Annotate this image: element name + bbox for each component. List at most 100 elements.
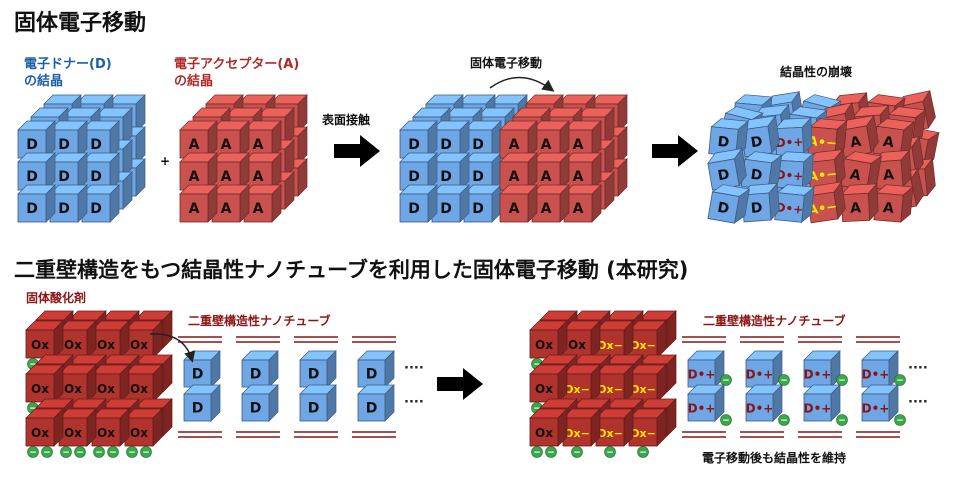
collapsed-front-cube: D — [707, 184, 751, 224]
electron-circle — [720, 374, 732, 386]
donor-cation-letter: D•+ — [775, 168, 803, 184]
electron-circle — [41, 446, 53, 458]
electron-icon: − — [720, 414, 732, 426]
acceptor-letter: A — [573, 137, 584, 153]
electron-minus: − — [29, 448, 37, 458]
collapse-arrow — [652, 135, 698, 167]
acceptor-cube: A — [179, 152, 218, 191]
ellipsis: ···· — [908, 395, 928, 410]
donor-letter: D — [366, 401, 378, 417]
cube-front-face — [399, 161, 429, 191]
cube-front-face — [17, 193, 47, 223]
acceptor-anion-letter: A•− — [807, 134, 837, 151]
acceptor-anion-letter: A•− — [807, 167, 838, 185]
cube-front-face — [687, 393, 716, 422]
donor-cation-letter: D•+ — [775, 200, 804, 217]
donor-letter: D — [58, 201, 70, 217]
reduced-oxidant-letter: Ox− — [597, 383, 623, 396]
oxidant-letter: Ox — [97, 382, 115, 396]
cube-front-face — [25, 417, 55, 447]
nanotube-donor-cube: D•+ — [687, 384, 725, 422]
cubes-layer: DDDDDDDDDAAAAAAAAADDDDDDDDDAAAAAAAAAAAA•… — [17, 89, 940, 458]
oxidant-cube: Ox — [58, 408, 97, 447]
acceptor-letter: A — [189, 169, 200, 185]
oxidant-cube: Ox — [91, 320, 130, 359]
cube-front-face — [745, 393, 774, 422]
cube-front-face — [803, 359, 832, 388]
cube-front-face — [91, 373, 121, 403]
acceptor-letter: A — [221, 201, 232, 217]
acceptor-letter: A — [541, 201, 552, 217]
oxidant-after-cube: Ox− — [595, 364, 634, 403]
donor-cation-letter: D•+ — [746, 402, 774, 416]
contact-acceptor-cube: A — [499, 184, 538, 223]
cube-front-face — [595, 417, 625, 447]
electron-minus: − — [43, 448, 51, 458]
donor-letter: D — [90, 201, 102, 217]
collapsed-front-cube: D — [708, 118, 749, 158]
donor-cube: D — [81, 120, 120, 159]
contact-acceptor-cube: A — [563, 152, 602, 191]
electron-icon: − — [93, 446, 105, 458]
collapsed-front-cube: A — [872, 118, 915, 158]
electron-icon: − — [894, 374, 906, 386]
electron-circle — [126, 446, 138, 458]
contact-donor-cube: D — [399, 152, 438, 191]
nanotube-donor-cube: D — [241, 350, 279, 388]
cube-front-face — [25, 329, 55, 359]
electron-icon: − — [41, 446, 53, 458]
nanotube-donor-cube: D•+ — [803, 384, 841, 422]
nanotube-donor-cube: D — [183, 350, 221, 388]
donor-cube: D — [17, 152, 56, 191]
electron-minus: − — [838, 416, 846, 426]
cube-front-face — [91, 417, 121, 447]
donor-letter: D — [750, 200, 763, 217]
electron-circle — [778, 374, 790, 386]
cube-front-face — [499, 193, 529, 223]
arrows-layer — [149, 76, 698, 400]
electron-circle — [140, 446, 152, 458]
oxidant-cube: Ox — [25, 320, 64, 359]
donor-letter: D — [192, 401, 204, 417]
cube-front-face — [687, 359, 716, 388]
donor-cation-letter: D•+ — [804, 402, 832, 416]
acceptor-letter: A — [253, 137, 264, 153]
donor-letter: D — [408, 201, 420, 217]
donor-letter: D — [26, 201, 38, 217]
collapsed-front-cube: D — [741, 182, 780, 223]
donor-cation-letter: D•+ — [862, 368, 890, 382]
donor-crystal-label-line1: 電子ドナー(D) — [24, 57, 112, 72]
acceptor-crystal-label-line1: 電子アクセプター(A) — [174, 57, 299, 72]
donor-letter: D — [472, 137, 484, 153]
oxidant-after-cube: Ox− — [595, 320, 634, 359]
donor-cube: D — [17, 120, 56, 159]
electron-minus: − — [547, 448, 555, 458]
donor-letter: D — [192, 367, 204, 383]
electron-icon: − — [637, 446, 649, 458]
oxidant-letter: Ox — [130, 382, 148, 396]
contact-donor-cube: D — [463, 152, 502, 191]
donor-cube: D — [17, 184, 56, 223]
oxidant-cube: Ox — [124, 364, 163, 403]
electron-circle — [93, 446, 105, 458]
oxidant-after-cube: Ox− — [628, 364, 667, 403]
cube-front-face — [357, 359, 386, 388]
cube-front-face — [529, 329, 559, 359]
nanotube-label-left: 二重壁構造性ナノチューブ — [188, 313, 331, 328]
electron-minus: − — [722, 416, 730, 426]
donor-letter: D — [90, 137, 102, 153]
donor-letter: D — [472, 169, 484, 185]
electron-minus: − — [76, 448, 84, 458]
acceptor-letter: A — [849, 167, 863, 185]
contact-donor-cube: D — [399, 120, 438, 159]
collapsed-front-cube: A — [873, 149, 912, 190]
collapsed-front-cube: D — [740, 151, 783, 191]
electron-icon: − — [571, 446, 583, 458]
oxidant-letter: Ox — [64, 338, 82, 352]
cube-front-face — [745, 359, 774, 388]
donor-letter: D — [308, 367, 320, 383]
contact-acceptor-cube: A — [531, 152, 570, 191]
collapsed-front-cube: A — [839, 151, 883, 191]
oxidant-letter: Ox — [31, 338, 49, 352]
collapsed-front-cube: D•+ — [774, 151, 815, 190]
